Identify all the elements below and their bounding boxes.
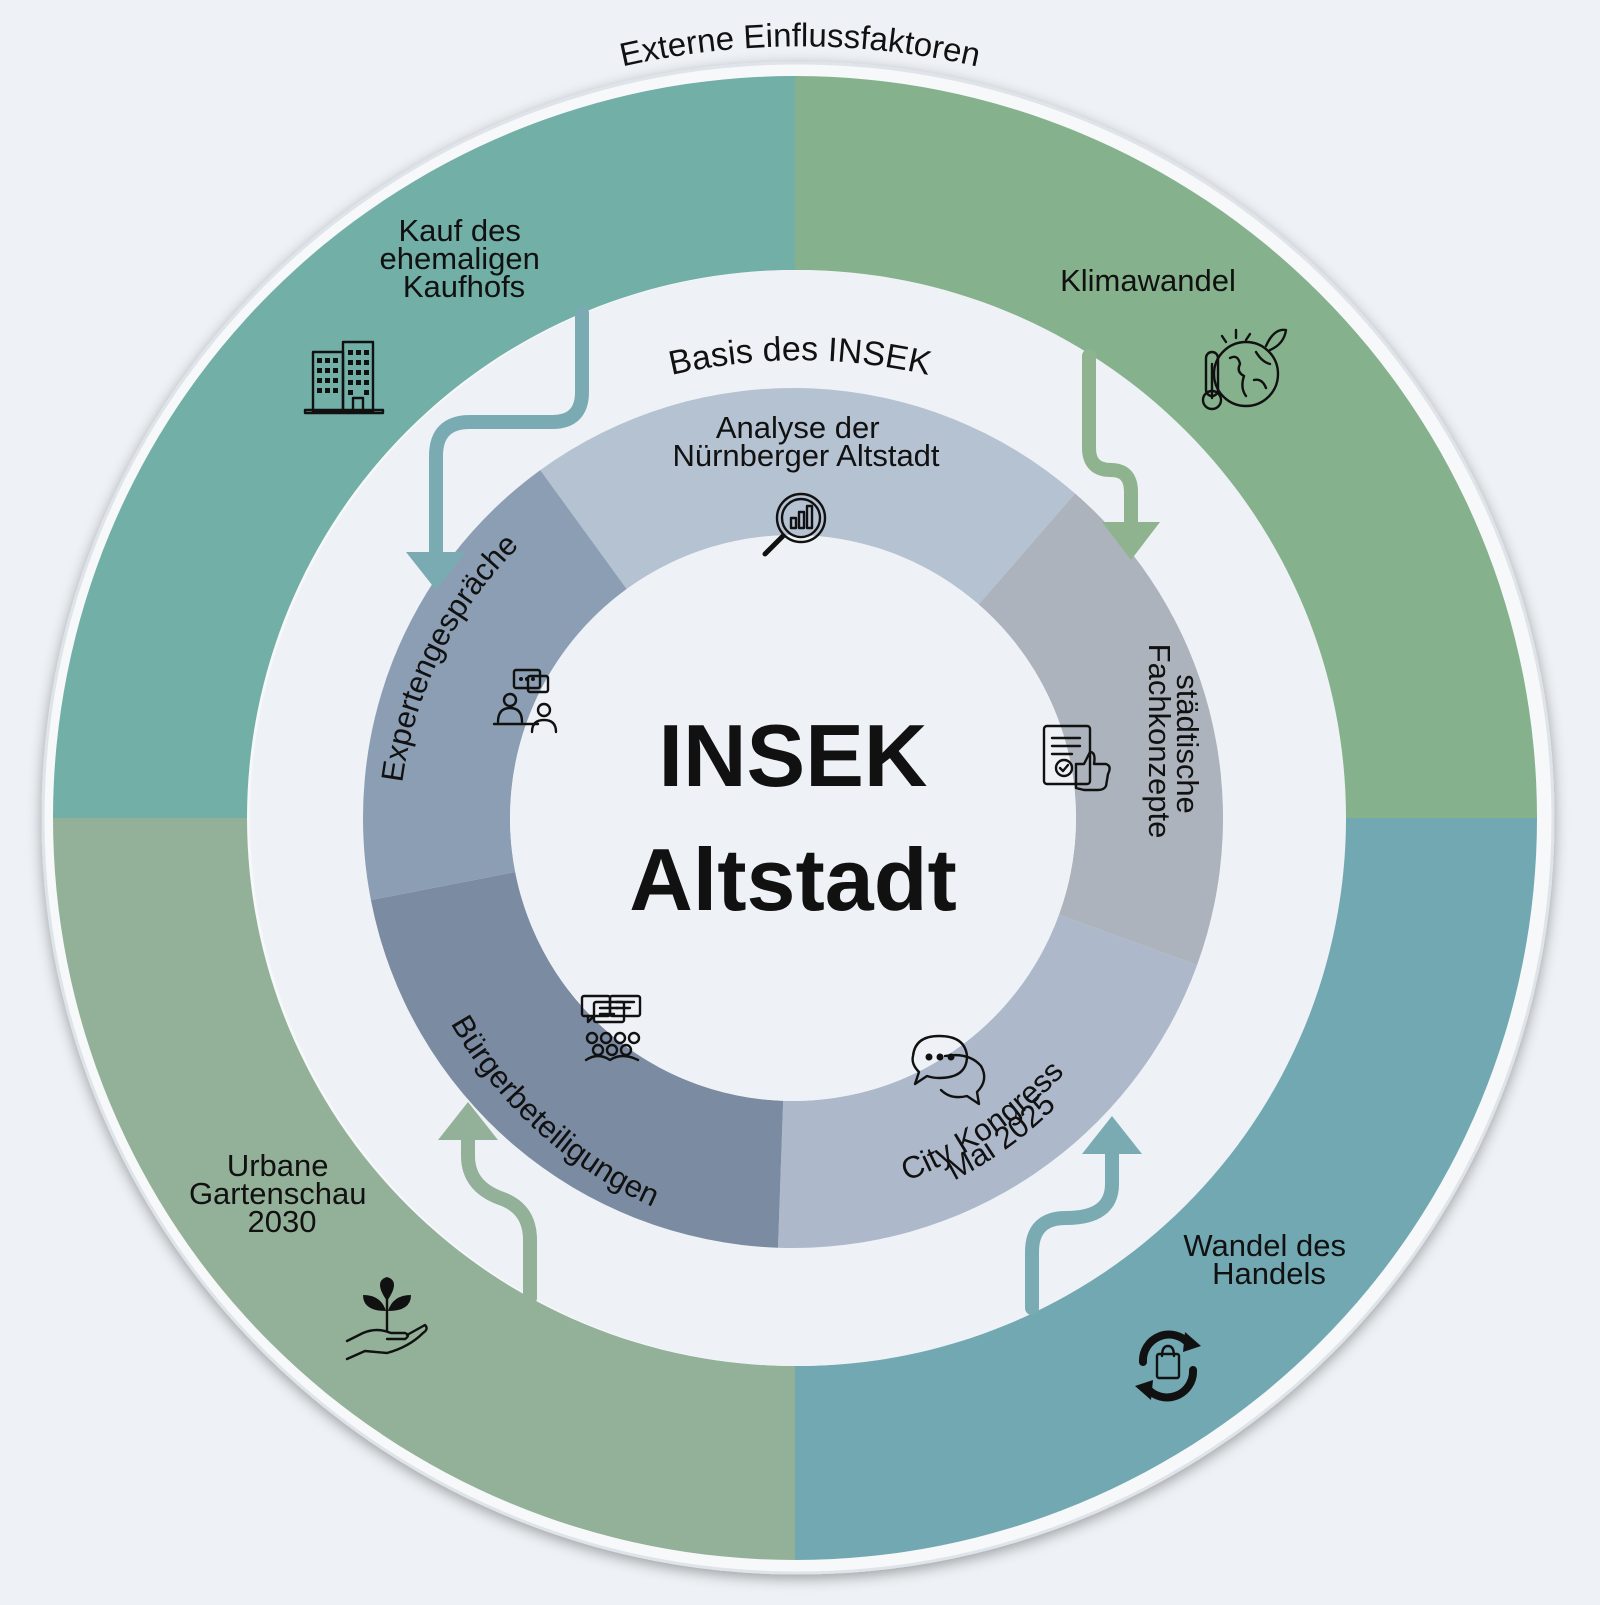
factor-label-gartenschau: Urbane Gartenschau 2030 xyxy=(189,1148,375,1239)
segment-analyse xyxy=(540,388,1076,605)
basis-segments xyxy=(362,388,1223,1248)
center-disc xyxy=(510,535,1076,1101)
svg-text:Fachkonzepte: Fachkonzepte xyxy=(1142,644,1177,839)
arrow-kaufhof-to-experten xyxy=(406,306,589,590)
center-title-insek: INSEK xyxy=(659,706,928,805)
quadrant-gartenschau xyxy=(53,818,795,1560)
globe-thermometer-icon xyxy=(1201,328,1288,411)
magnifier-chart-icon xyxy=(762,492,827,557)
segment-expertengespraeche xyxy=(362,470,627,901)
document-thumbs-up-icon xyxy=(1042,724,1111,792)
quadrant-kaufhof xyxy=(53,76,795,818)
arrow-klima-to-fachkonzepte xyxy=(1082,349,1160,560)
group-discussion-icon xyxy=(580,994,642,1062)
segment-buergerbeteiligungen xyxy=(370,871,784,1248)
office-building-icon xyxy=(303,340,385,415)
segment-label-fachkonzepte: städtische Fachkonzepte xyxy=(1142,644,1205,839)
quadrant-klimawandel xyxy=(795,76,1537,818)
factor-label-klimawandel: Klimawandel xyxy=(1060,263,1236,298)
shopping-bag-cycle-icon xyxy=(1135,1330,1201,1402)
segment-city-kongress xyxy=(777,914,1198,1248)
chat-bubbles-icon xyxy=(911,1034,986,1106)
segment-label-analyse: Analyse der Nürnberger Altstadt xyxy=(672,410,939,473)
plant-in-hand-icon xyxy=(345,1277,428,1361)
arrow-gartenschau-to-buerger xyxy=(438,1102,537,1305)
external-factor-quadrants xyxy=(53,76,1537,1560)
expert-meeting-icon xyxy=(492,668,558,734)
arrow-handel-to-city xyxy=(1025,1116,1142,1315)
quadrant-handel xyxy=(795,818,1537,1560)
factor-label-kaufhof: Kauf des ehemaligen Kaufhofs xyxy=(380,213,549,304)
factor-label-handel: Wandel des Handels xyxy=(1183,1228,1354,1291)
segment-fachkonzepte xyxy=(978,493,1223,966)
svg-text:städtische: städtische xyxy=(1170,674,1205,814)
center-title-altstadt: Altstadt xyxy=(629,830,957,929)
